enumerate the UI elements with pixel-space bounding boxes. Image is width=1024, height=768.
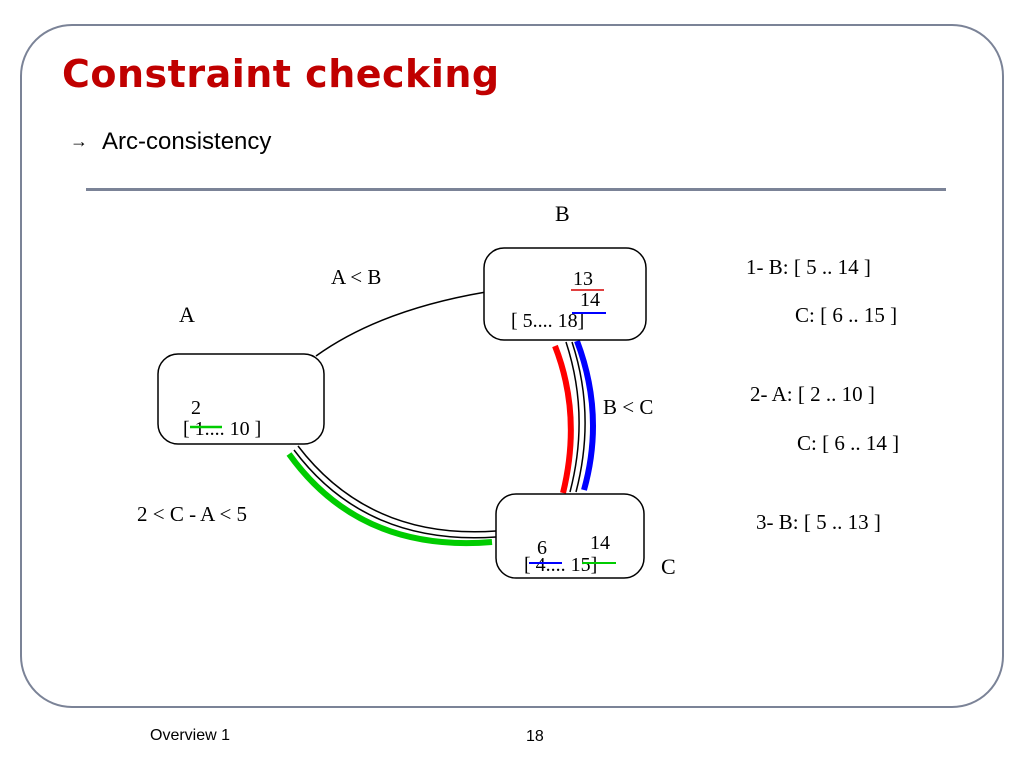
edge-a-b <box>315 291 487 357</box>
node-c-box <box>495 493 645 579</box>
bullet-item: → Arc-consistency <box>70 128 271 156</box>
edge-a-c-label: 2 < C - A < 5 <box>137 502 247 526</box>
slide-title: Constraint checking <box>62 52 500 96</box>
edge-b-c-blue-highlight <box>574 339 596 491</box>
bullet-arrow-icon: → <box>70 131 88 151</box>
step-2-line-2: C: [ 6 .. 14 ] <box>797 431 899 455</box>
edge-a-c-line-2 <box>293 449 497 539</box>
step-3-line-1: 3- B: [ 5 .. 13 ] <box>756 510 881 534</box>
step-1-line-2: C: [ 6 .. 15 ] <box>795 303 897 327</box>
footer-section-name: Overview 1 <box>150 727 231 744</box>
edge-b-c-line-2 <box>571 341 586 493</box>
edge-b-c-label: B < C <box>603 395 653 419</box>
slide-frame <box>20 24 1004 708</box>
edge-b-c-red-highlight <box>552 344 574 494</box>
node-a-label: A <box>179 302 195 327</box>
node-a-pruned-value: 2 <box>191 397 201 419</box>
node-b-pruned-13: 13 <box>573 268 593 290</box>
edge-a-c-line-1 <box>297 445 497 533</box>
node-c-domain: [ 4.... 15] <box>524 554 597 576</box>
node-a-box <box>157 353 325 445</box>
node-b-domain: [ 5.... 18] <box>511 310 584 332</box>
node-a-domain: [ 1.... 10 ] <box>183 418 261 440</box>
node-b-label: B <box>555 201 570 226</box>
edge-a-c-green-highlight <box>286 452 493 547</box>
node-b-pruned-14: 14 <box>580 289 600 311</box>
step-1-line-1: 1- B: [ 5 .. 14 ] <box>746 255 871 279</box>
node-b-box <box>483 247 647 341</box>
edge-b-c-line-1 <box>565 341 580 493</box>
node-c-pruned-6: 6 <box>537 537 547 559</box>
footer-page-number: 18 <box>526 728 544 745</box>
step-2-line-1: 2- A: [ 2 .. 10 ] <box>750 382 875 406</box>
edge-a-b-label: A < B <box>331 265 381 289</box>
node-c-label: C <box>661 554 676 579</box>
title-divider <box>86 188 946 191</box>
bullet-text: Arc-consistency <box>102 128 272 155</box>
node-c-pruned-14: 14 <box>590 532 610 554</box>
